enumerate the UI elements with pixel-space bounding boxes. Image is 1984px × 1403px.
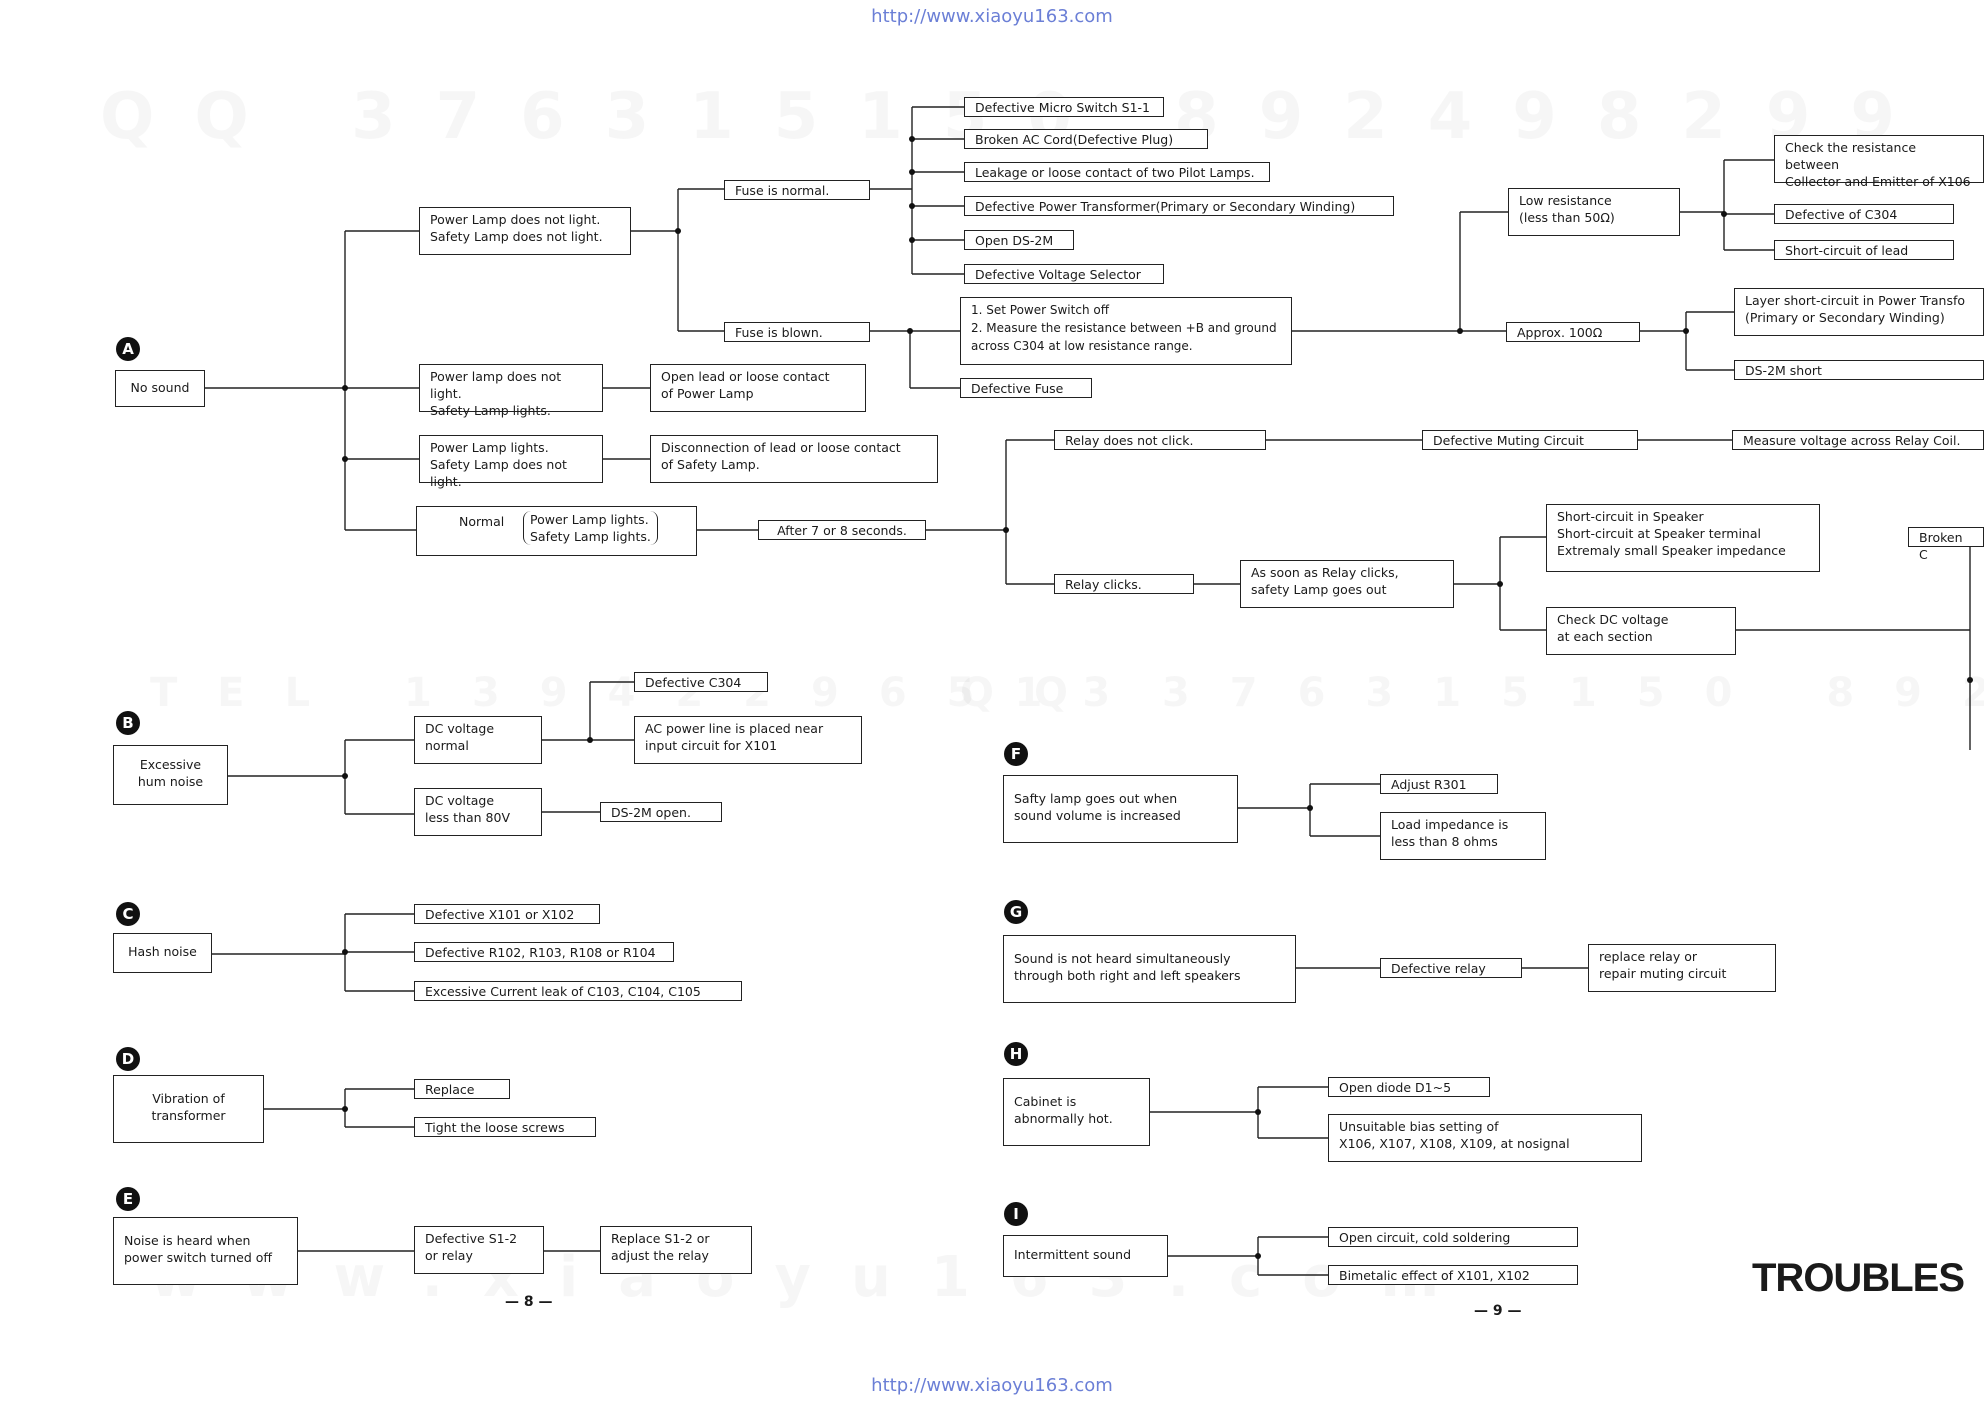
- symptom-not-heard: Sound is not heard simultaneously throug…: [1003, 935, 1296, 1003]
- symptom-noise-switch-off: Noise is heard when power switch turned …: [113, 1217, 298, 1285]
- marker-d: D: [116, 1047, 140, 1071]
- cause-ac-power-line: AC power line is placed near input circu…: [634, 716, 862, 764]
- condition-relay-clicks: Relay clicks.: [1054, 574, 1194, 594]
- action-check-dc: Check DC voltage at each section: [1546, 607, 1736, 655]
- cause-open-lead-power-lamp: Open lead or loose contact of Power Lamp: [650, 364, 866, 412]
- marker-g: G: [1004, 900, 1028, 924]
- condition-safety-goes-out: As soon as Relay clicks, safety Lamp goe…: [1240, 560, 1454, 608]
- cause-open-circuit: Open circuit, cold soldering: [1328, 1227, 1578, 1247]
- marker-i: I: [1004, 1202, 1028, 1226]
- action-measure-relay: Measure voltage across Relay Coil.: [1732, 430, 1984, 450]
- action-check-resistance: Check the resistance between Collector a…: [1774, 135, 1984, 189]
- symptom-safty-lamp-out: Safty lamp goes out when sound volume is…: [1003, 775, 1238, 843]
- cause-open-diode: Open diode D1~5: [1328, 1077, 1490, 1097]
- cause-x101-x102: Defective X101 or X102: [414, 904, 600, 924]
- cause-disconnection-safety-lamp: Disconnection of lead or loose contact o…: [650, 435, 938, 483]
- marker-f: F: [1004, 742, 1028, 766]
- symptom-hash-noise: Hash noise: [113, 933, 212, 973]
- procedure-measure-resistance: 1. Set Power Switch off 2. Measure the r…: [960, 297, 1292, 365]
- action-replace-s12: Replace S1-2 or adjust the relay: [600, 1226, 752, 1274]
- condition-fuse-normal: Fuse is normal.: [724, 180, 870, 200]
- marker-c: C: [116, 902, 140, 926]
- marker-h: H: [1004, 1042, 1028, 1066]
- condition-normal: Normal Power Lamp lights. Safety Lamp li…: [416, 506, 697, 556]
- cause-defective-c304: Defective of C304: [1774, 204, 1954, 224]
- condition-relay-no-click: Relay does not click.: [1054, 430, 1266, 450]
- cause-micro-switch: Defective Micro Switch S1-1: [964, 97, 1164, 117]
- cause-s12-relay: Defective S1-2 or relay: [414, 1226, 544, 1274]
- cause-bias-setting: Unsuitable bias setting of X106, X107, X…: [1328, 1114, 1642, 1162]
- condition-dc-less-80v: DC voltage less than 80V: [414, 788, 542, 836]
- marker-b: B: [116, 711, 140, 735]
- cause-short-lead: Short-circuit of lead: [1774, 240, 1954, 260]
- symptom-cabinet-hot: Cabinet is abnormally hot.: [1003, 1078, 1150, 1146]
- condition-power-off-safety-on: Power lamp does not light. Safety Lamp l…: [419, 364, 603, 418]
- action-adjust-r301: Adjust R301: [1380, 774, 1498, 794]
- cause-power-transformer: Defective Power Transformer(Primary or S…: [964, 196, 1394, 216]
- cause-pilot-lamps: Leakage or loose contact of two Pilot La…: [964, 162, 1270, 182]
- symptom-hum-noise: Excessive hum noise: [113, 745, 228, 805]
- action-replace-relay: replace relay or repair muting circuit: [1588, 944, 1776, 992]
- cause-ds2m-open: DS-2M open.: [600, 802, 722, 822]
- brand-title: TROUBLES: [1752, 1256, 1965, 1300]
- symptom-no-sound: No sound: [115, 370, 205, 407]
- condition-approx-100: Approx. 100Ω: [1506, 322, 1640, 342]
- cause-broken-cord: Broken AC Cord(Defective Plug): [964, 129, 1208, 149]
- action-replace: Replace: [414, 1079, 510, 1099]
- action-tight-screws: Tight the loose screws: [414, 1117, 596, 1137]
- cause-defective-fuse: Defective Fuse: [960, 378, 1092, 398]
- symptom-vibration: Vibration of transformer: [113, 1075, 264, 1143]
- cause-speaker-shorts: Short-circuit in Speaker Short-circuit a…: [1546, 504, 1820, 572]
- cause-defective-c304-b: Defective C304: [634, 672, 768, 692]
- cause-ds2m-short: DS-2M short: [1734, 360, 1984, 380]
- condition-power-on-safety-off: Power Lamp lights. Safety Lamp does not …: [419, 435, 603, 489]
- marker-a: A: [116, 337, 140, 361]
- condition-dc-normal: DC voltage normal: [414, 716, 542, 764]
- cause-current-leak: Excessive Current leak of C103, C104, C1…: [414, 981, 742, 1001]
- page-number-left: — 8 —: [505, 1294, 553, 1310]
- condition-low-resistance: Low resistance (less than 50Ω): [1508, 188, 1680, 236]
- cause-bimetalic: Bimetalic effect of X101, X102: [1328, 1265, 1578, 1285]
- cause-broken: Broken C: [1908, 527, 1984, 562]
- cause-open-ds2m: Open DS-2M: [964, 230, 1074, 250]
- condition-power-off-safety-off: Power Lamp does not light. Safety Lamp d…: [419, 207, 631, 255]
- normal-detail: Power Lamp lights. Safety Lamp lights.: [523, 511, 658, 545]
- header-url[interactable]: http://www.xiaoyu163.com: [871, 6, 1113, 27]
- cause-defective-relay: Defective relay: [1380, 958, 1522, 978]
- marker-e: E: [116, 1187, 140, 1211]
- cause-load-impedance: Load impedance is less than 8 ohms: [1380, 812, 1546, 860]
- symptom-intermittent: Intermittent sound: [1003, 1235, 1168, 1277]
- cause-resistors: Defective R102, R103, R108 or R104: [414, 942, 674, 962]
- footer-url[interactable]: http://www.xiaoyu163.com: [871, 1375, 1113, 1396]
- condition-fuse-blown: Fuse is blown.: [724, 322, 870, 342]
- page-number-right: — 9 —: [1474, 1303, 1522, 1319]
- cause-muting-circuit: Defective Muting Circuit: [1422, 430, 1638, 450]
- normal-label: Normal: [459, 514, 505, 529]
- cause-layer-short: Layer short-circuit in Power Transfo (Pr…: [1734, 288, 1984, 336]
- cause-voltage-selector: Defective Voltage Selector: [964, 264, 1164, 284]
- condition-after-seconds: After 7 or 8 seconds.: [758, 520, 926, 540]
